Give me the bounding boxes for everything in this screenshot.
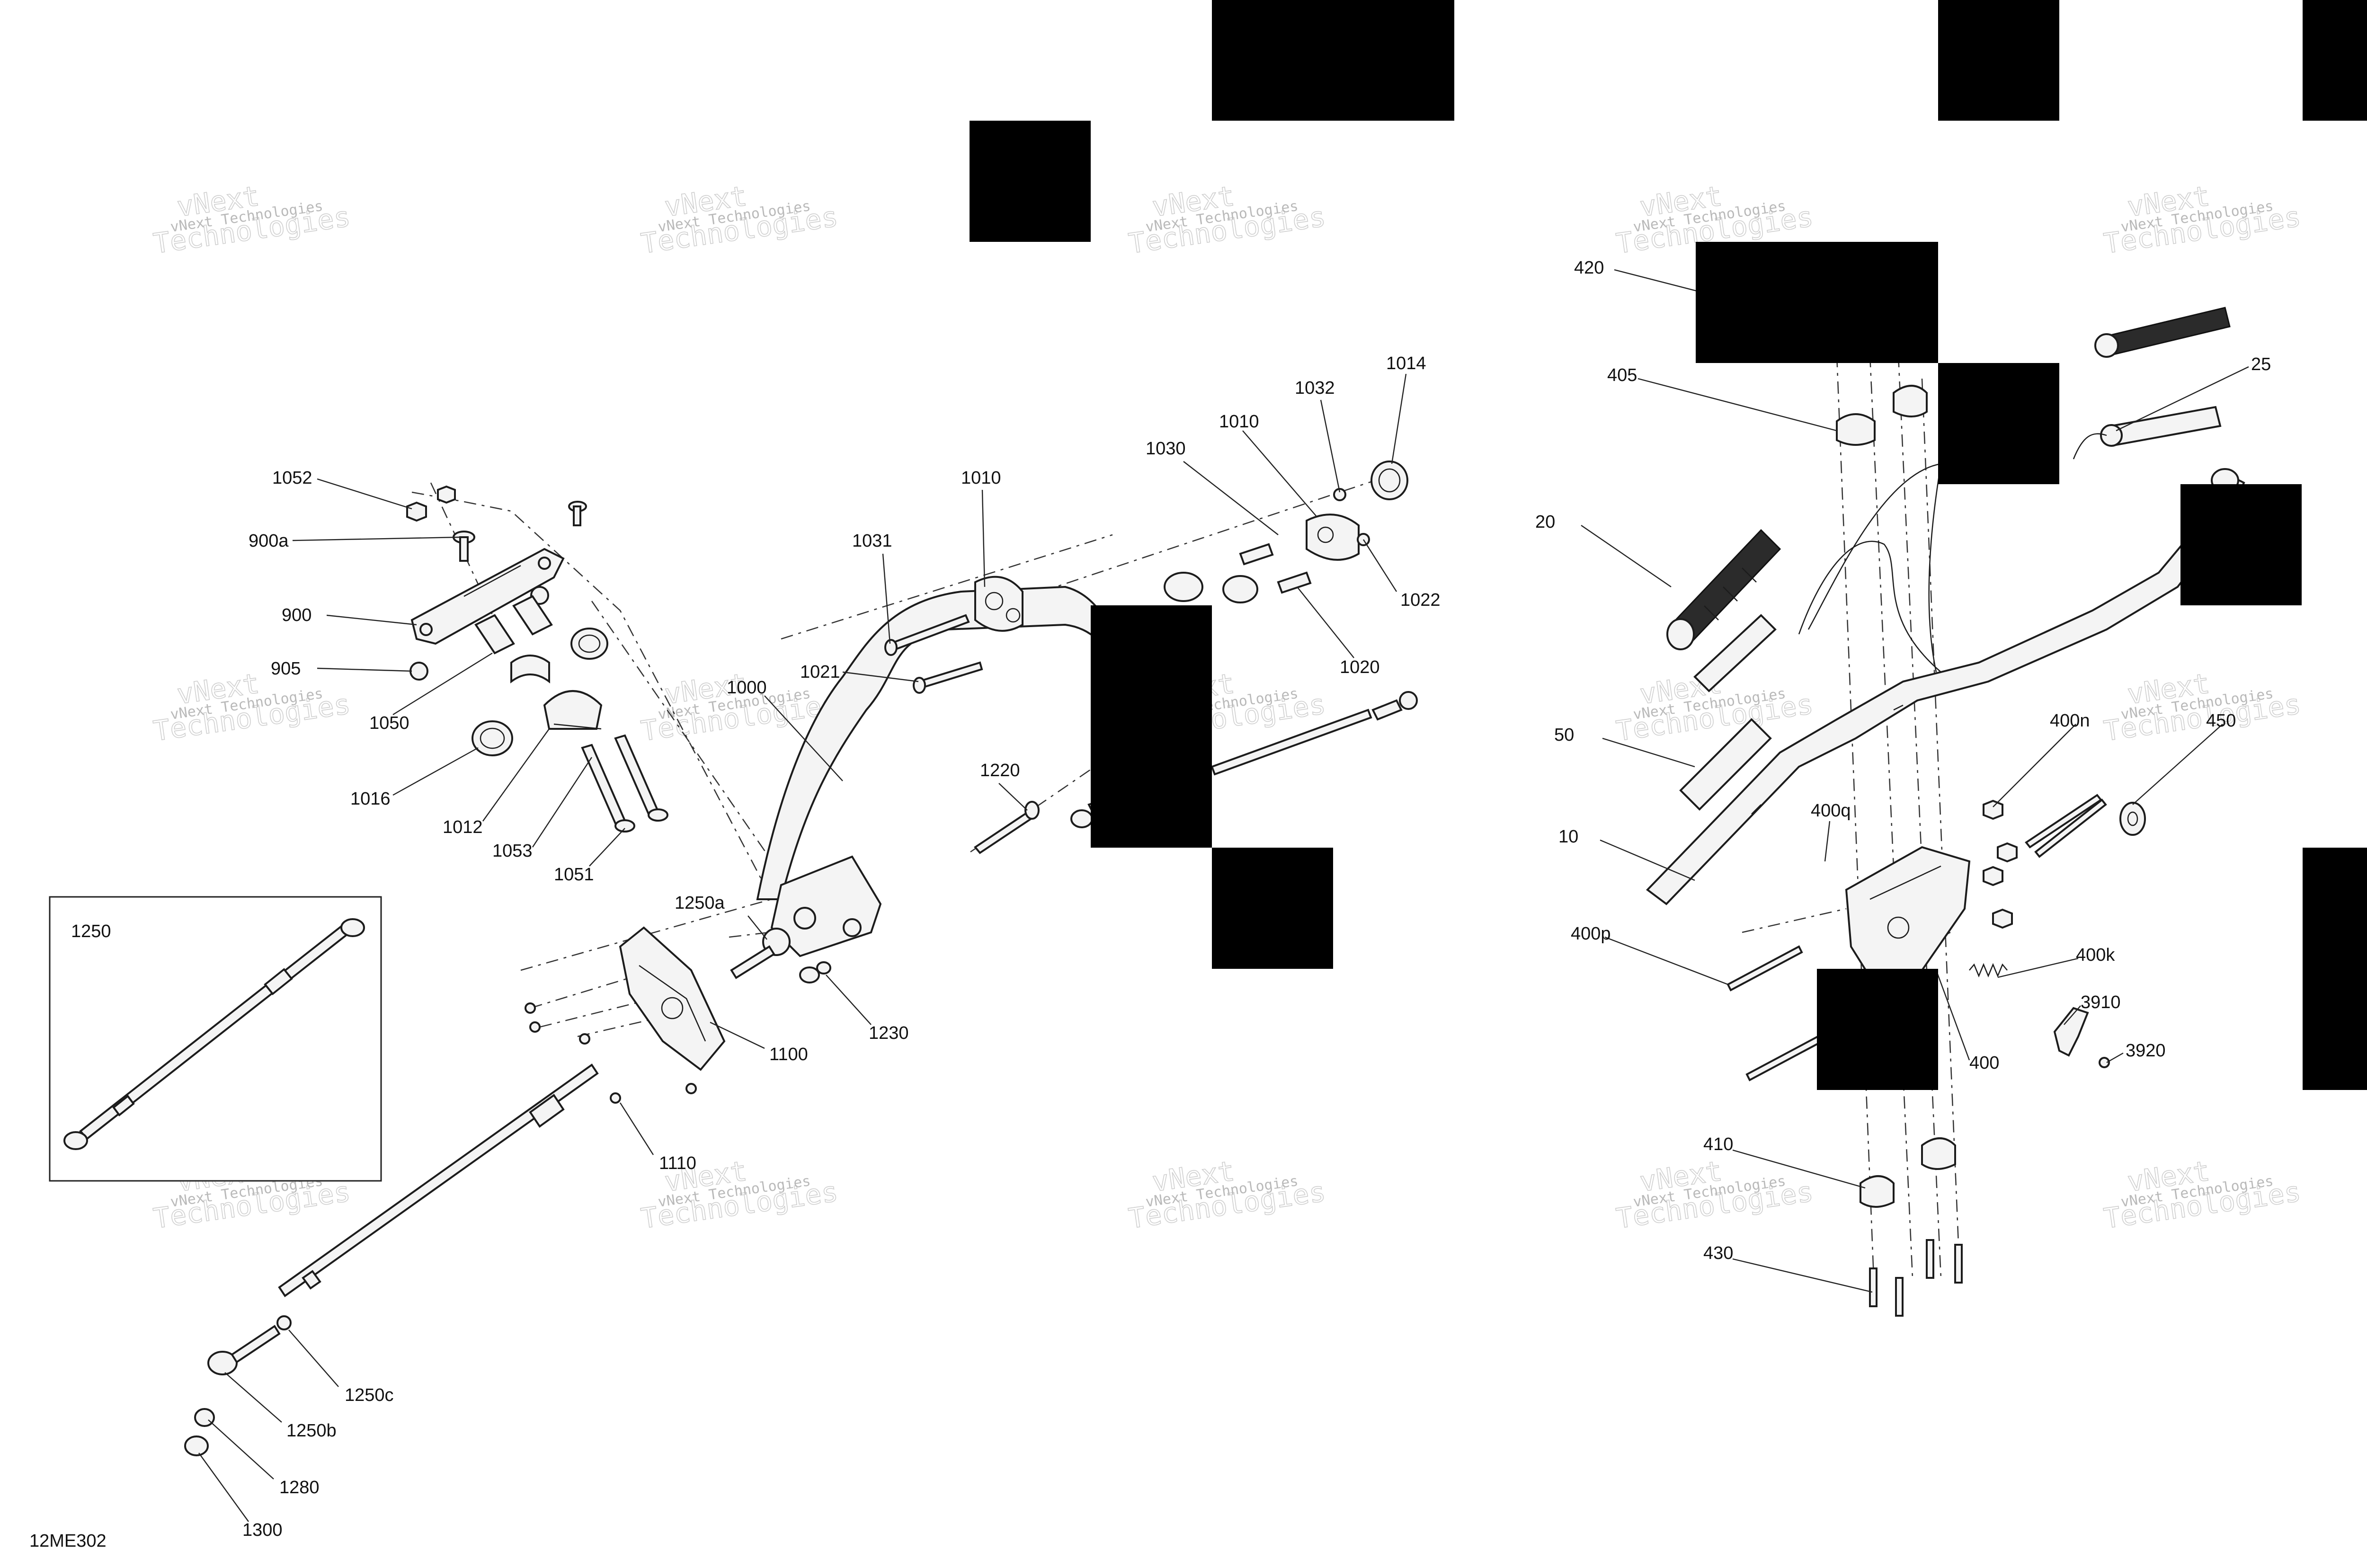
callout-1030: 1030 xyxy=(1146,439,1186,459)
part-seal-rings xyxy=(472,628,608,756)
callout-400q: 400q xyxy=(1811,801,1851,821)
part-1031-bolt xyxy=(884,614,970,656)
callout-1250c: 1250c xyxy=(345,1385,394,1405)
part-1010-clamp-left xyxy=(974,576,1023,632)
part-400-riser xyxy=(1845,846,1971,986)
callout-1032: 1032 xyxy=(1295,378,1335,398)
watermark-grid: vNext Technologies vNext Technologies vN… xyxy=(151,179,2303,1235)
inset-label: 1250 xyxy=(71,921,111,941)
callout-1051: 1051 xyxy=(554,865,594,885)
callout-1031: 1031 xyxy=(852,531,892,551)
callout-400p: 400p xyxy=(1571,924,1611,944)
callout-905: 905 xyxy=(271,659,301,679)
callout-1230: 1230 xyxy=(869,1023,909,1043)
callout-1010-right: 1010 xyxy=(1219,412,1259,432)
redaction-blocks xyxy=(970,0,2367,1090)
callout-1012: 1012 xyxy=(443,817,483,837)
part-1050-bushings xyxy=(474,595,553,683)
callout-400k: 400k xyxy=(2076,945,2115,965)
part-1230-washers xyxy=(799,961,831,983)
callout-450: 450 xyxy=(2206,711,2236,731)
part-430-bolts xyxy=(1869,1239,1963,1317)
part-1051-bolts xyxy=(581,734,668,833)
callout-1000: 1000 xyxy=(727,678,767,698)
callout-1020: 1020 xyxy=(1340,657,1380,677)
callout-1250a: 1250a xyxy=(675,893,725,913)
part-1000-steering-column xyxy=(756,585,1128,957)
callout-1280: 1280 xyxy=(279,1478,320,1497)
part-405-clamps xyxy=(1836,385,1928,446)
part-400n-nuts xyxy=(1983,799,2018,929)
callout-1110: 1110 xyxy=(659,1153,696,1173)
leader-lines xyxy=(198,269,2249,1522)
part-3910-lever xyxy=(2053,1007,2089,1057)
part-400-long-bolts xyxy=(1726,794,2107,1081)
callout-900a: 900a xyxy=(249,531,289,551)
part-1012-clamp xyxy=(543,690,603,730)
part-1052-nuts xyxy=(406,485,456,522)
inset-box-1250: 1250 xyxy=(49,896,382,1182)
part-900-bracket xyxy=(410,548,565,645)
part-1014-ring xyxy=(1370,461,1408,500)
part-3920-screw xyxy=(2099,1057,2110,1068)
part-1010-clamp-right xyxy=(1306,488,1370,561)
part-400k-spring xyxy=(1969,963,2008,978)
part-1021-bolt xyxy=(913,661,983,694)
part-1250-tie-rod xyxy=(184,1063,599,1456)
callout-1100: 1100 xyxy=(769,1045,808,1064)
callout-1052: 1052 xyxy=(272,468,312,488)
callout-1220: 1220 xyxy=(980,761,1020,780)
callout-420: 420 xyxy=(1574,258,1604,278)
callout-3920: 3920 xyxy=(2126,1041,2166,1061)
part-1250a-rod-end xyxy=(730,928,791,979)
part-1110-screws xyxy=(525,1002,697,1104)
part-450-washer xyxy=(2119,802,2146,836)
part-1220-bolt xyxy=(974,801,1040,854)
callout-410: 410 xyxy=(1703,1134,1733,1154)
callout-10: 10 xyxy=(1558,827,1578,847)
callout-50: 50 xyxy=(1554,725,1574,745)
callout-1016: 1016 xyxy=(350,789,391,809)
callout-1053: 1053 xyxy=(492,841,533,861)
callout-3910: 3910 xyxy=(2081,992,2121,1012)
part-20-left-grip xyxy=(1666,529,1781,650)
callout-labels: 1052 900a 900 905 1050 1016 1012 1053 10… xyxy=(242,258,2271,1540)
callout-25: 25 xyxy=(2251,354,2271,374)
callout-400n: 400n xyxy=(2050,711,2090,731)
part-1100-cover xyxy=(619,926,726,1071)
callout-1021: 1021 xyxy=(800,662,840,682)
part-1020-sleeves xyxy=(1164,543,1312,603)
callout-400: 400 xyxy=(1969,1053,1999,1073)
part-900a-bolt xyxy=(453,501,587,562)
part-410-lower-clamps xyxy=(1860,1137,1956,1208)
callout-1250b: 1250b xyxy=(286,1421,337,1441)
callout-1010-left: 1010 xyxy=(961,468,1001,488)
part-50-throttle-sleeve xyxy=(1679,614,1777,811)
callout-1050: 1050 xyxy=(369,713,409,733)
callout-405: 405 xyxy=(1607,365,1637,385)
figure-code: 12ME302 xyxy=(29,1531,107,1551)
callout-1014: 1014 xyxy=(1386,354,1426,373)
callout-20: 20 xyxy=(1535,512,1555,532)
part-25-right-grip xyxy=(2073,307,2231,460)
callout-1300: 1300 xyxy=(242,1520,283,1540)
part-1020-tie-rod-right xyxy=(1210,691,1418,776)
part-heater-wires xyxy=(1798,463,1942,673)
callout-1022: 1022 xyxy=(1400,590,1441,610)
callout-430: 430 xyxy=(1703,1243,1733,1263)
callout-900: 900 xyxy=(282,605,311,625)
